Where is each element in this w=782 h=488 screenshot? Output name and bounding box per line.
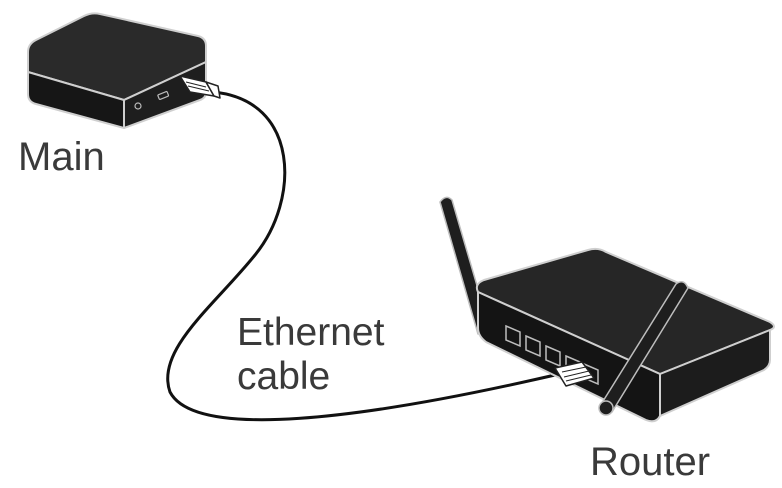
main-device-port	[134, 102, 142, 110]
ethernet-connector-main	[179, 75, 221, 99]
ethernet-cable-label-line2: cable	[237, 355, 331, 398]
router-side	[659, 329, 771, 417]
router-antenna-right	[599, 281, 689, 413]
router-port	[505, 324, 521, 348]
main-device-label: Main	[18, 135, 105, 179]
main-device	[27, 12, 207, 129]
router-top	[475, 247, 775, 375]
main-device-front	[27, 71, 125, 129]
main-device-port	[157, 90, 170, 100]
router-label: Router	[590, 440, 711, 484]
router-device	[439, 196, 775, 423]
ethernet-cable-label-line1: Ethernet	[237, 311, 385, 354]
ethernet-connector-router	[554, 361, 595, 387]
ethernet-cable	[166, 90, 557, 422]
router-port	[545, 344, 561, 368]
ethernet-cable-label: Ethernet cable	[237, 311, 417, 399]
router-antenna-base	[598, 400, 614, 416]
main-device-top	[27, 12, 207, 101]
router-port	[525, 334, 541, 358]
